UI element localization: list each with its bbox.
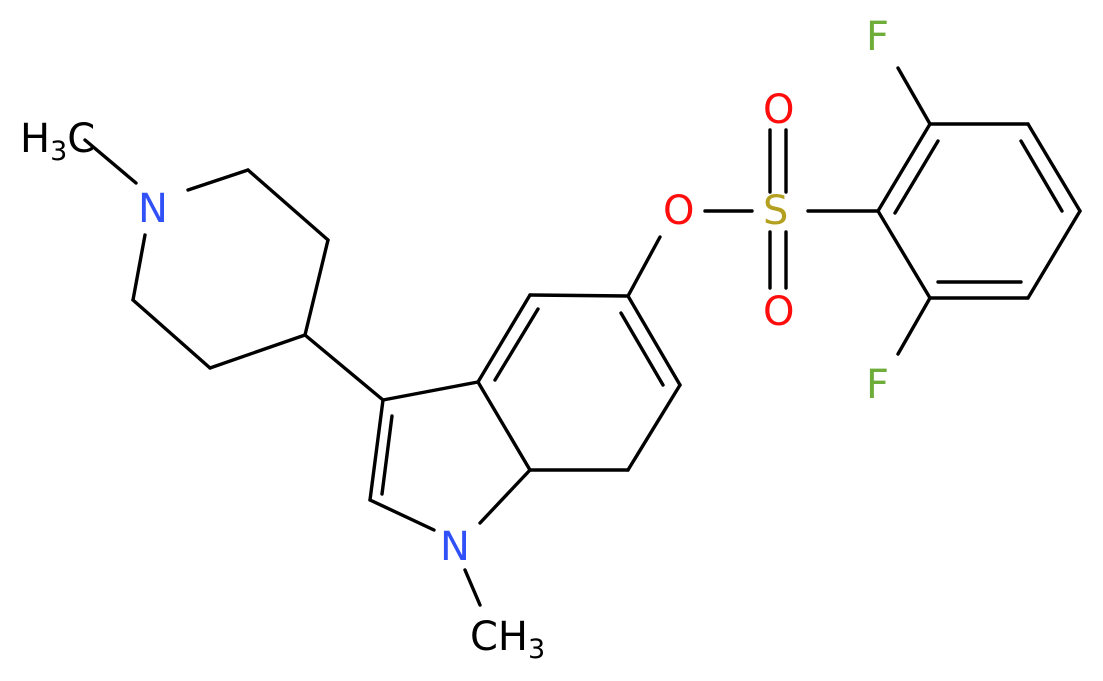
methyl-piperidine-label: H3C (20, 116, 95, 167)
sulfonyl-oxygen-top-label: O (763, 87, 794, 133)
piperidine-nitrogen-label: N (138, 186, 168, 232)
sulfonyl-oxygen-bottom-label: O (763, 289, 794, 335)
indole-nitrogen-label: N (440, 524, 470, 570)
sulfur-label: S (763, 188, 788, 234)
piperidine-ring (83, 138, 385, 402)
indole-ring (368, 235, 682, 607)
fluorine-bottom-label: F (866, 362, 889, 408)
methyl-indole-label: CH3 (470, 614, 545, 665)
difluorophenyl-ring (876, 66, 1082, 356)
sulfonate-group (703, 128, 880, 290)
fluorine-top-label: F (866, 14, 889, 60)
ester-oxygen-label: O (663, 188, 694, 234)
